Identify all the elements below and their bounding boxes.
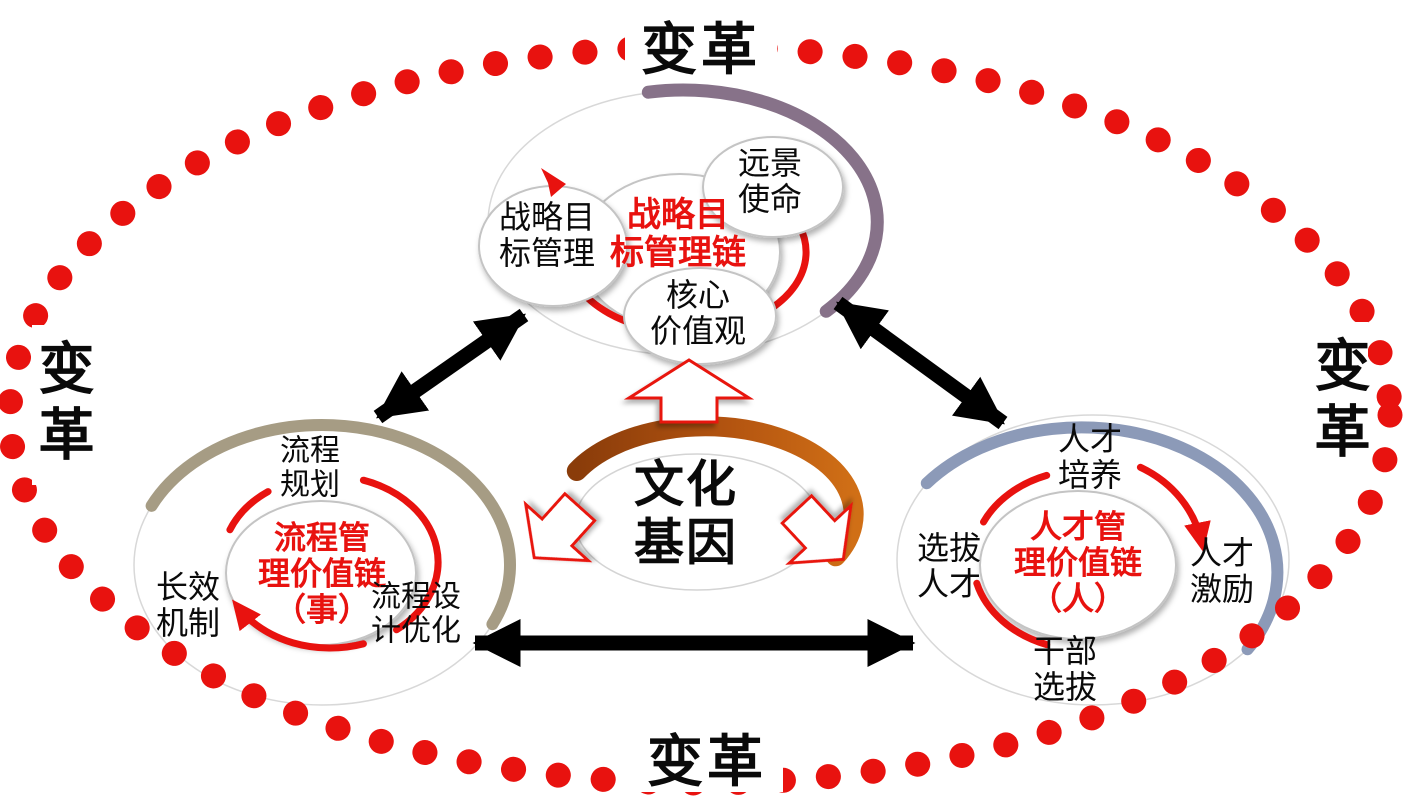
process-rim-arc	[145, 418, 517, 631]
strategy-needle-icon	[541, 168, 566, 197]
vision-label: 远景 使命	[737, 145, 803, 217]
talent-development-label: 人才 培养	[1057, 421, 1123, 493]
talent-incentive-label: 人才 激励	[1189, 535, 1255, 607]
core-values-bubble	[623, 267, 777, 365]
culture-node-shape	[523, 358, 864, 591]
goal-mgmt-label: 战略目 标管理	[498, 199, 596, 271]
ring-label-right: 变革	[1307, 322, 1370, 482]
ring-label-bottom: 变革	[631, 732, 783, 792]
talent-center-bubble	[979, 490, 1177, 640]
long-term-mechanism-label: 长效 机制	[155, 569, 221, 641]
core-values-label: 核心 价值观	[649, 277, 747, 349]
process-cycle-arc-top	[226, 488, 272, 534]
culture-arrow-left	[523, 491, 597, 563]
process-cycle-arc-bottom-arrow	[232, 599, 367, 652]
process-planning-label: 流程 规划	[280, 434, 340, 501]
process-chain-title: 流程管 理价值链 （事）	[257, 519, 387, 627]
talent-cycle-arc-bottom	[973, 579, 1051, 649]
talent-cycle-arc-right-arrow	[1136, 463, 1211, 552]
arrow-strategy-process	[373, 308, 529, 424]
strategy-chain-title: 战略目 标管理链	[610, 195, 746, 272]
connectors	[373, 296, 1008, 668]
arrow-strategy-talent	[833, 296, 1008, 430]
ring-label-left: 变革	[31, 325, 94, 485]
culture-arrow-right	[780, 493, 853, 565]
talent-node-shape	[896, 414, 1290, 706]
culture-gene-label: 文化 基因	[634, 456, 738, 571]
process-node-shape	[133, 418, 517, 706]
strategy-node-shape	[478, 83, 884, 365]
vision-bubble	[702, 136, 844, 238]
talent-rim-arc	[920, 421, 1284, 656]
ring-label-top: 变革	[625, 20, 777, 80]
process-design-label: 流程设 计优化	[371, 580, 461, 647]
talent-chain-title: 人才管 理价值链 （人）	[1013, 508, 1143, 616]
talent-cycle-arc-topleft	[980, 471, 1051, 526]
cadre-selection-label: 干部 选拔	[1032, 633, 1098, 705]
talent-selection-label: 选拔 人才	[916, 530, 982, 602]
culture-arc	[566, 416, 864, 567]
strategy-rim-arc	[641, 83, 884, 318]
process-cycle-arc-right	[359, 476, 442, 634]
culture-arrow-up	[623, 358, 755, 424]
